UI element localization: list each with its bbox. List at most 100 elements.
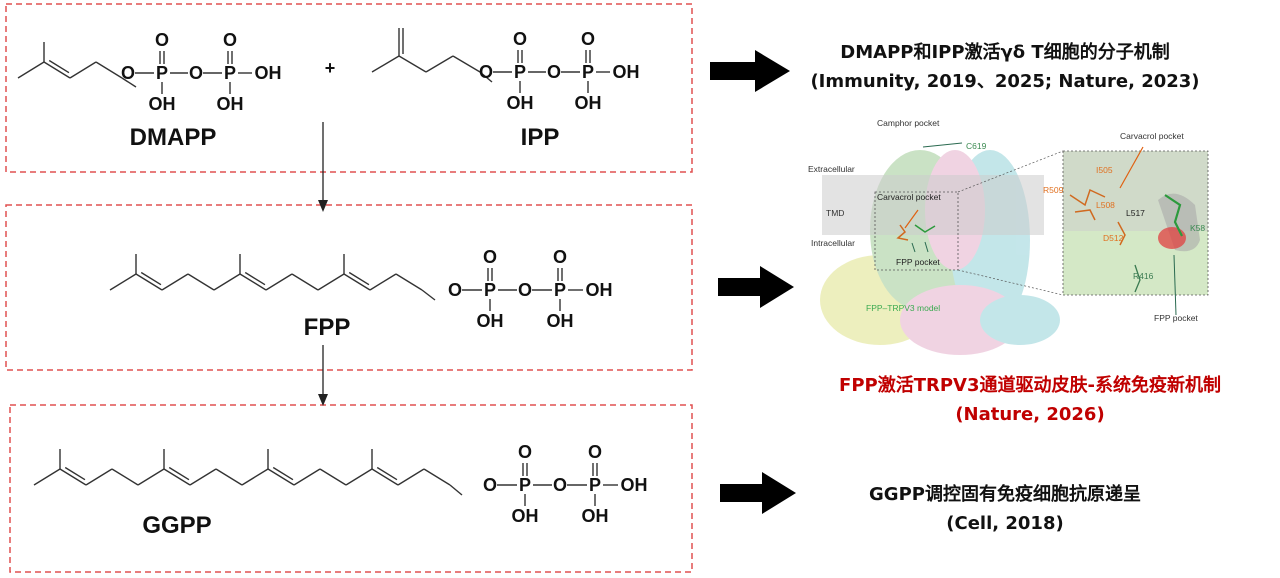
chain-bond [69,61,97,79]
chain-bond [369,273,397,291]
double-bond [64,466,86,481]
oxo-oxygen: O [518,442,532,462]
hydroxyl: OH [512,506,539,526]
block-arrow-3 [720,472,796,514]
chain-bond [423,468,451,486]
chain-bond [215,468,243,486]
chain-bond [452,55,481,73]
hydroxyl: OH [217,94,244,114]
chain-bond [95,61,123,79]
hydroxyl: OH [586,280,613,300]
hydroxyl: OH [575,93,602,113]
chain-bond [213,273,241,291]
hydroxyl: OH [621,475,648,495]
d512-label: D512 [1103,233,1124,243]
chain-bond [345,468,373,486]
block-arrow-2 [718,266,794,308]
double-bond [348,271,370,286]
intracellular-label: Intracellular [811,238,855,248]
phosphorus: P [582,62,594,82]
chain-bond [398,55,427,73]
hydroxyl: OH [547,311,574,331]
ggpp-caption-title: GGPP调控固有免疫细胞抗原递呈 [869,484,1141,505]
ggpp-box [9,404,693,573]
model-label: FPP–TRPV3 model [866,303,940,313]
bond [121,77,137,88]
oxo-oxygen: O [513,29,527,49]
ggpp-caption-ref: (Cell, 2018) [946,513,1064,534]
chain-bond [189,468,217,486]
dmapp-ipp-box [5,3,693,173]
oxo-oxygen: O [553,247,567,267]
chain-bond [241,468,269,486]
phosphorus: P [484,280,496,300]
double-bond [376,466,398,481]
block-arrow-1 [710,50,790,92]
hydroxyl: OH [149,94,176,114]
double-bond [48,59,70,74]
l508-label: L508 [1096,200,1115,210]
chain-bond [111,468,139,486]
chain-bond [59,468,87,486]
chain-bond [109,273,137,291]
inset-fpp-pocket-label: FPP pocket [1154,313,1198,323]
chain-bond [425,55,454,73]
phosphorus: P [224,63,236,83]
tmd-label: TMD [826,208,844,218]
c619-label: C619 [966,141,987,151]
bridge-oxygen: O [553,475,567,495]
chain-bond [85,468,113,486]
inset-carvacrol-pocket-label: Carvacrol pocket [1120,131,1184,141]
hydroxyl: OH [613,62,640,82]
bond [421,289,436,301]
k58-label: K58 [1190,223,1205,233]
bridge-oxygen: O [189,63,203,83]
l517-label: L517 [1126,208,1145,218]
dmapp-label: DMAPP [130,124,217,151]
fpp-label: FPP [304,314,351,341]
chain-bond [371,468,399,486]
dmapp-ipp-caption-ref: (Immunity, 2019、2025; Nature, 2023) [810,71,1200,92]
oxo-oxygen: O [223,30,237,50]
chain-bond [371,55,400,73]
chain-bond [265,273,293,291]
chain-bond [317,273,345,291]
chain-bond [17,61,45,79]
hydroxyl: OH [477,311,504,331]
oxo-oxygen: O [588,442,602,462]
hydroxyl: OH [507,93,534,113]
carvacrol-pocket-label: Carvacrol pocket [877,192,941,202]
fpp-box [5,204,693,371]
ggpp-label: GGPP [142,512,211,539]
double-bond [168,466,190,481]
extracellular-label: Extracellular [808,164,855,174]
chain-bond [187,273,215,291]
chain-bond [43,61,71,79]
dmapp-ipp-caption: DMAPP和IPP激活γδ T细胞的分子机制 (Immunity, 2019、2… [790,38,1220,96]
chain-bond [135,273,163,291]
dmapp-ipp-caption-title: DMAPP和IPP激活γδ T细胞的分子机制 [840,42,1170,63]
double-bond [272,466,294,481]
fpp-pocket-label: FPP pocket [896,257,940,267]
fpp-caption-ref: (Nature, 2026) [955,404,1105,425]
chain-bond [395,273,423,291]
oxo-oxygen: O [483,247,497,267]
chain-bond [137,468,165,486]
chain-bond [293,468,321,486]
pathway-arrow-2 [318,345,328,406]
hydroxyl: OH [582,506,609,526]
hydroxyl: OH [255,63,282,83]
ipp-label: IPP [521,124,560,151]
chain-bond [161,273,189,291]
chain-bond [291,273,319,291]
double-bond [244,271,266,286]
ester-oxygen: O [479,62,493,82]
ester-oxygen: O [448,280,462,300]
camphor-pocket-label: Camphor pocket [877,118,940,128]
bond [449,484,463,496]
fpp-caption-title: FPP激活TRPV3通道驱动皮肤-系统免疫新机制 [839,375,1221,396]
chain-bond [163,468,191,486]
chain-bond [319,468,347,486]
chain-bond [397,468,425,486]
